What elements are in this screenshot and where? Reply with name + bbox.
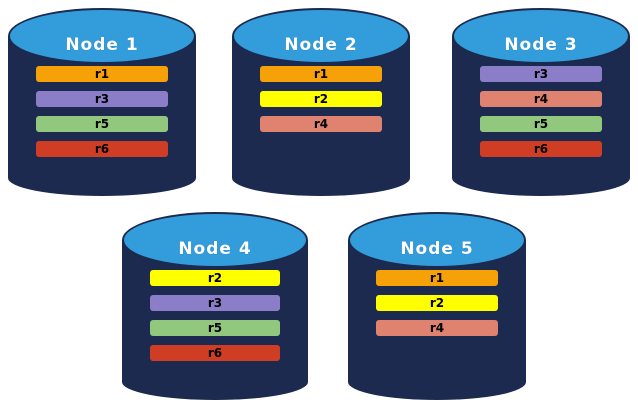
record-list: r1 r2 r4 — [376, 270, 498, 336]
record-list: r1 r3 r5 r6 — [36, 66, 168, 157]
cylinder-top-ellipse: Node 3 — [452, 8, 630, 64]
record-bar-r3: r3 — [150, 295, 280, 311]
record-list: r3 r4 r5 r6 — [480, 66, 602, 157]
node-label: Node 1 — [65, 35, 139, 55]
record-bar-r5: r5 — [36, 116, 168, 132]
record-bar-r1: r1 — [260, 66, 382, 82]
record-bar-r1: r1 — [36, 66, 168, 82]
node-label: Node 3 — [504, 35, 578, 55]
record-bar-r3: r3 — [36, 91, 168, 107]
record-bar-r4: r4 — [260, 116, 382, 132]
record-bar-r5: r5 — [480, 116, 602, 132]
record-bar-r2: r2 — [150, 270, 280, 286]
cylinder-top-ellipse: Node 2 — [232, 8, 410, 64]
database-node-4: Node 4 r2 r3 r5 r6 — [122, 212, 308, 400]
node-label: Node 4 — [178, 239, 252, 259]
database-node-5: Node 5 r1 r2 r4 — [348, 212, 526, 400]
record-bar-r1: r1 — [376, 270, 498, 286]
database-node-1: Node 1 r1 r3 r5 r6 — [8, 8, 196, 196]
node-label: Node 5 — [400, 239, 474, 259]
record-bar-r5: r5 — [150, 320, 280, 336]
database-node-2: Node 2 r1 r2 r4 — [232, 8, 410, 196]
record-bar-r6: r6 — [480, 141, 602, 157]
record-bar-r4: r4 — [376, 320, 498, 336]
record-bar-r2: r2 — [376, 295, 498, 311]
record-bar-r6: r6 — [36, 141, 168, 157]
cylinder-top-ellipse: Node 5 — [348, 212, 526, 268]
record-bar-r4: r4 — [480, 91, 602, 107]
record-list: r2 r3 r5 r6 — [150, 270, 280, 361]
record-list: r1 r2 r4 — [260, 66, 382, 132]
cylinder-top-ellipse: Node 4 — [122, 212, 308, 268]
record-bar-r3: r3 — [480, 66, 602, 82]
cylinder-top-ellipse: Node 1 — [8, 8, 196, 64]
database-node-3: Node 3 r3 r4 r5 r6 — [452, 8, 630, 196]
node-label: Node 2 — [284, 35, 358, 55]
record-bar-r2: r2 — [260, 91, 382, 107]
record-bar-r6: r6 — [150, 345, 280, 361]
